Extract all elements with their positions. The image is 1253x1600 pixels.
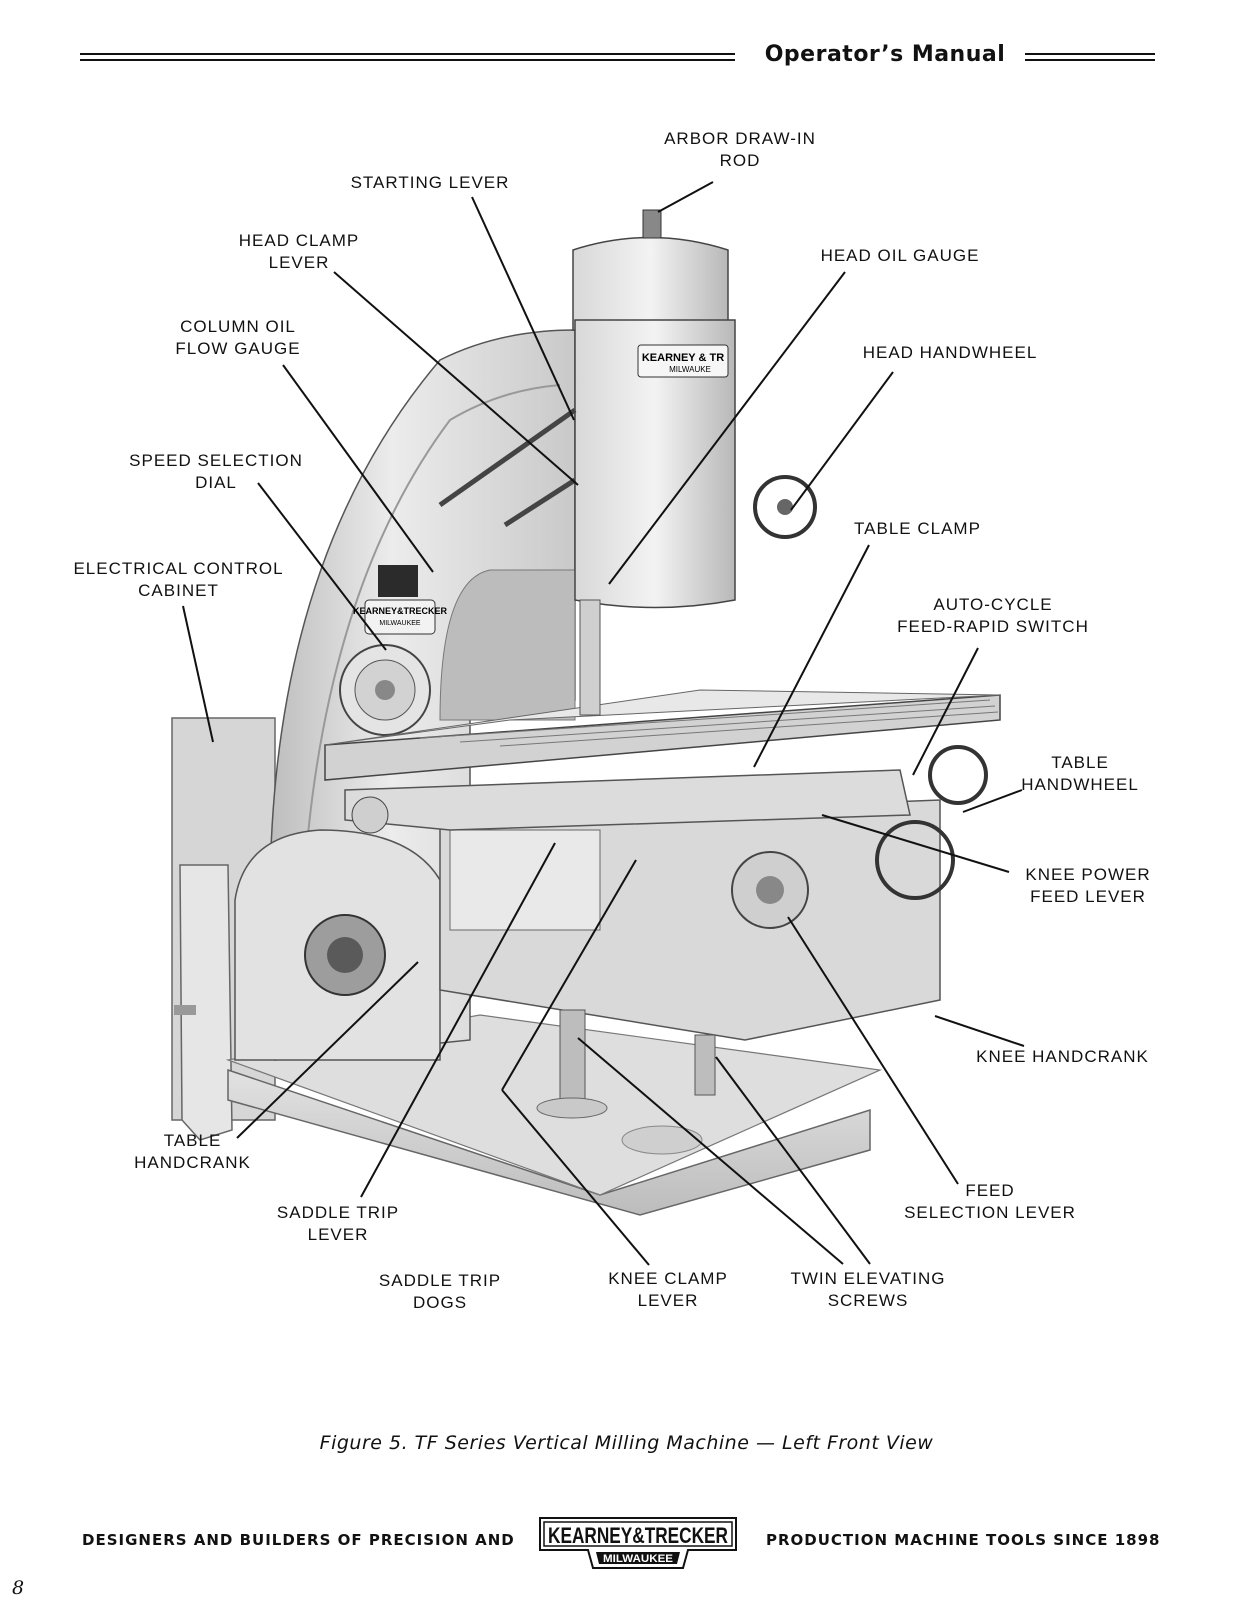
motor-belt-guard [234,829,441,1061]
column-badge-bottom: MILWAUKEE [379,620,421,627]
machine-head [438,209,817,716]
machine-saddle [344,769,911,834]
svg-text:KEARNEY&TRECKER: KEARNEY&TRECKER [548,1523,728,1548]
machine-table [324,689,1001,805]
header-rule-right [1025,52,1155,64]
callout-twin-elevating-screws: TWIN ELEVATING SCREWS [790,1269,946,1310]
header-title: Operator’s Manual [764,42,1006,67]
callout-table-handcrank: TABLE HANDCRANK [134,1131,251,1172]
callout-head-handwheel: HEAD HANDWHEEL [862,343,1038,362]
svg-text:MILWAUKEE: MILWAUKEE [603,1553,673,1565]
callout-knee-handcrank: KNEE HANDCRANK [976,1047,1149,1066]
figure-caption: Figure 5. TF Series Vertical Milling Mac… [319,1432,934,1454]
callout-head-oil-gauge: HEAD OIL GAUGE [820,246,980,265]
callout-auto-cycle-feed-rapid-switch: AUTO-CYCLE FEED-RAPID SWITCH [897,595,1089,636]
callout-electrical-control-cabinet: ELECTRICAL CONTROL CABINET [73,559,284,600]
head-badge-bottom: MILWAUKE [669,365,711,374]
callout-head-clamp-lever: HEAD CLAMP LEVER [238,231,360,272]
callout-speed-selection-dial: SPEED SELECTION DIAL [129,451,303,492]
speed-selection-dial [339,644,431,736]
callout-starting-lever: STARTING LEVER [350,173,510,192]
callout-saddle-trip-dogs: SADDLE TRIP DOGS [378,1271,502,1312]
page-number: 8 [12,1577,25,1599]
callout-saddle-trip-lever: SADDLE TRIP LEVER [276,1203,400,1244]
column-badge-top: KEARNEY&TRECKER [353,606,448,616]
machine-knee [439,799,955,1041]
callout-knee-clamp-lever: KNEE CLAMP LEVER [608,1269,728,1310]
kearney-trecker-logo: KEARNEY&TRECKER MILWAUKEE [539,1517,737,1569]
footer-right-text: PRODUCTION MACHINE TOOLS SINCE 1898 [766,1531,1161,1549]
callout-feed-selection-lever: FEED SELECTION LEVER [904,1181,1076,1222]
callout-knee-power-feed-lever: KNEE POWER FEED LEVER [1025,865,1151,906]
callout-arbor-draw-in-rod: ARBOR DRAW-IN ROD [664,129,816,170]
header-rule-left [80,52,735,64]
callout-leader-lines [182,181,1025,1266]
twin-elevating-screws [536,1009,716,1119]
head-badge-top: KEARNEY & TR [642,352,724,364]
callout-column-oil-flow-gauge: COLUMN OIL FLOW GAUGE [175,317,301,358]
footer-left-text: DESIGNERS AND BUILDERS OF PRECISION AND [82,1531,515,1549]
callout-table-handwheel: TABLE HANDWHEEL [1021,753,1139,794]
callout-table-clamp: TABLE CLAMP [854,519,981,538]
